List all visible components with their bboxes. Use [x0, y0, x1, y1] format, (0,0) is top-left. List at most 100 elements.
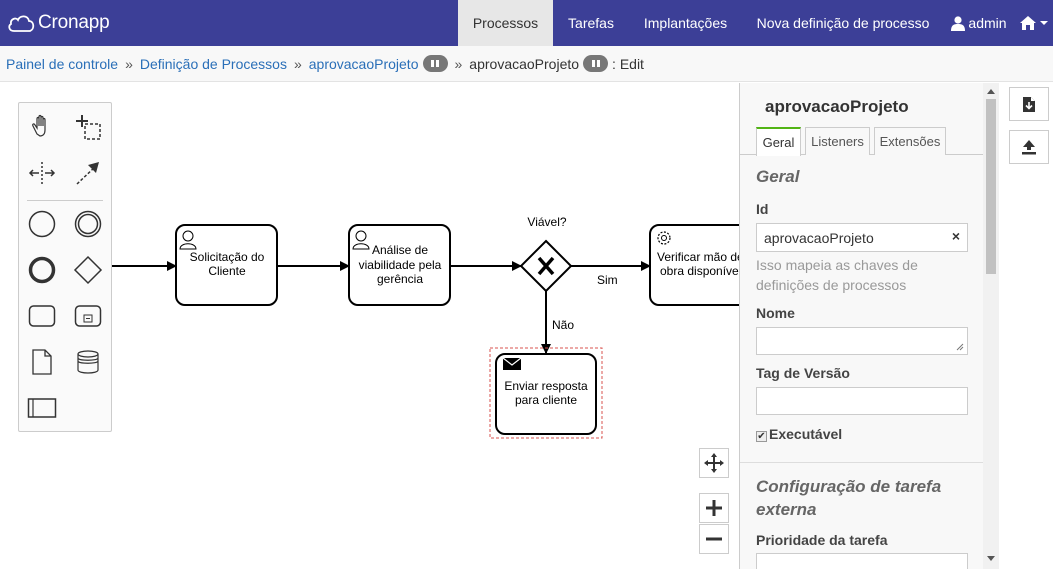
home-menu[interactable] [1014, 0, 1053, 46]
id-hint: Isso mapeia as chaves de definições de p… [756, 257, 918, 293]
executable-checkbox[interactable]: ✔ [756, 431, 767, 442]
task-label: gerência [377, 272, 423, 286]
name-field[interactable] [756, 327, 968, 355]
breadcrumb-current: aprovacaoProjeto [469, 55, 580, 72]
palette-separator [27, 200, 103, 201]
intermediate-event-icon [74, 210, 102, 238]
priority-label: Prioridade da tarefa [756, 532, 888, 548]
task-label: Verificar mão de [657, 250, 739, 264]
task-analise-viabilidade[interactable]: Análise de viabilidade pela gerência [348, 224, 451, 306]
task-label: viabilidade pela [359, 258, 442, 272]
nav-tarefas-label: Tarefas [568, 15, 614, 31]
data-store-tool[interactable] [72, 346, 104, 378]
gateway-label: Viável? [527, 215, 566, 229]
minus-icon [706, 537, 722, 541]
version-field[interactable] [756, 387, 968, 415]
upload-diagram-button[interactable] [1009, 130, 1049, 164]
flow-label-sim: Sim [597, 273, 618, 287]
properties-scrollbar[interactable] [983, 83, 999, 569]
breadcrumb-separator: » [293, 55, 302, 72]
breadcrumb-painel[interactable]: Painel de controle [6, 55, 119, 72]
breadcrumb-separator: » [125, 55, 133, 72]
reset-zoom-button[interactable] [699, 448, 729, 478]
user-menu[interactable]: admin [944, 0, 1014, 46]
user-icon [951, 15, 966, 31]
user-name: admin [968, 15, 1007, 31]
id-label: Id [756, 201, 769, 217]
priority-field[interactable] [756, 553, 968, 569]
gateway-icon [73, 255, 103, 285]
nav-processos[interactable]: Processos [458, 0, 553, 46]
nav-tarefas[interactable]: Tarefas [553, 0, 629, 46]
data-store-icon [77, 350, 99, 374]
breadcrumb-separator: » [454, 55, 463, 72]
breadcrumb-definicao[interactable]: Definição de Processos [139, 55, 287, 72]
hand-tool-icon [32, 114, 46, 137]
zoom-in-button[interactable] [699, 493, 729, 523]
breadcrumb-process[interactable]: aprovacaoProjeto [308, 55, 419, 72]
task-label: Enviar resposta [504, 379, 588, 393]
suspended-badge-icon [422, 55, 448, 72]
flow-label-nao: Não [552, 318, 574, 332]
intermediate-event-tool[interactable] [72, 208, 104, 240]
task-enviar-resposta[interactable]: Enviar resposta para cliente [489, 347, 603, 439]
suspended-badge-icon [583, 55, 609, 72]
task-label: Análise de [372, 243, 428, 257]
zoom-out-button[interactable] [699, 524, 729, 554]
group-title-geral: Geral [756, 167, 800, 186]
scroll-thumb[interactable] [986, 99, 996, 274]
brand-logo[interactable]: Cronapp [6, 9, 110, 37]
global-connect-tool-icon [76, 162, 99, 185]
breadcrumb-suffix: : Edit [612, 55, 644, 72]
cloud-logo-icon [8, 15, 35, 32]
task-label: para cliente [515, 393, 577, 407]
nav-implantacoes-label: Implantações [643, 15, 728, 31]
nav-nova-definicao-label: Nova definição de processo [756, 15, 930, 31]
gateway-tool[interactable] [72, 254, 104, 286]
global-connect-tool[interactable] [72, 157, 104, 189]
task-verificar-mao-de-obra[interactable]: Verificar mão de obra disponível [649, 224, 739, 306]
id-value: aprovacaoProjeto [764, 230, 874, 246]
top-navbar: Cronapp Processos Tarefas Implantações N… [0, 0, 1053, 46]
tab-geral[interactable]: Geral [756, 127, 801, 156]
tab-geral-label: Geral [762, 135, 795, 150]
bpmn-canvas[interactable]: Solicitação do Cliente Análise de viabil… [0, 83, 739, 569]
end-event-tool[interactable] [26, 254, 58, 286]
pool-tool[interactable] [26, 392, 58, 424]
breadcrumb: Painel de controle » Definição de Proces… [0, 46, 1053, 82]
bpmn-diagram[interactable]: Solicitação do Cliente Análise de viabil… [0, 83, 739, 569]
clear-icon[interactable]: × [951, 228, 960, 244]
lasso-tool-icon [76, 115, 101, 140]
space-tool-icon [28, 162, 56, 184]
task-tool[interactable] [26, 300, 58, 332]
nav-nova-definicao[interactable]: Nova definição de processo [742, 0, 944, 46]
tab-extensoes[interactable]: Extensões [874, 127, 946, 155]
home-icon [1020, 16, 1036, 30]
space-tool[interactable] [26, 157, 58, 189]
group-title-external: Configuração de tarefa externa [756, 477, 942, 519]
name-label: Nome [756, 305, 795, 321]
hand-tool[interactable] [26, 111, 58, 143]
user-task-icon [352, 230, 370, 250]
subprocess-tool[interactable] [72, 300, 104, 332]
task-label: Cliente [208, 264, 246, 278]
caret-down-icon [1040, 21, 1048, 25]
nav-implantacoes[interactable]: Implantações [629, 0, 742, 46]
group-divider [740, 462, 984, 463]
start-event-tool[interactable] [26, 208, 58, 240]
download-diagram-icon [1023, 96, 1035, 112]
data-object-tool[interactable] [26, 346, 58, 378]
properties-panel: aprovacaoProjeto Geral Listeners Extensõ… [739, 83, 998, 569]
start-event-icon [28, 210, 56, 238]
lasso-tool[interactable] [72, 111, 104, 143]
resize-grip-icon[interactable] [956, 343, 964, 351]
end-event-icon [28, 256, 56, 284]
task-solicitacao-cliente[interactable]: Solicitação do Cliente [175, 224, 278, 306]
tab-listeners[interactable]: Listeners [805, 127, 870, 155]
scroll-up-icon[interactable] [987, 89, 995, 94]
fit-viewport-icon [704, 453, 724, 473]
exclusive-gateway[interactable] [519, 239, 573, 293]
scroll-down-icon[interactable] [987, 556, 995, 561]
id-field[interactable]: aprovacaoProjeto × [756, 223, 968, 252]
download-diagram-button[interactable] [1009, 87, 1049, 121]
